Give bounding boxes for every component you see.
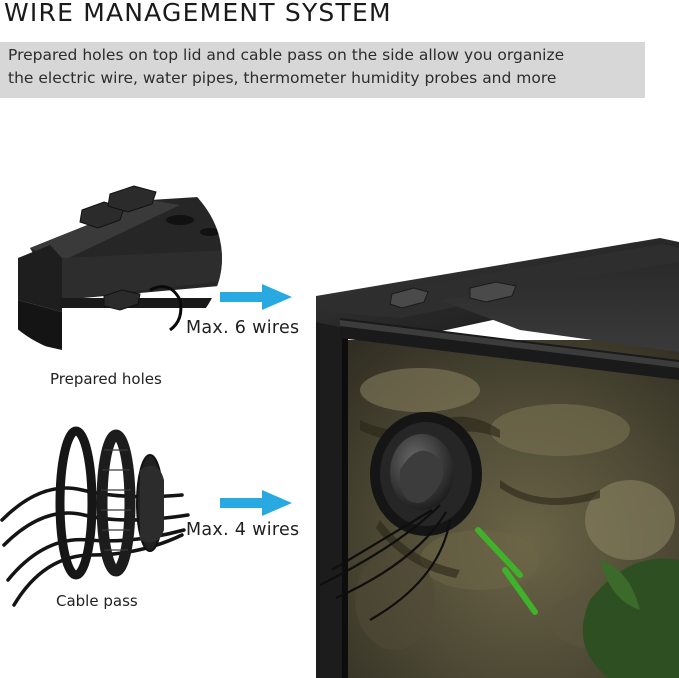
page-title: WIRE MANAGEMENT SYSTEM bbox=[4, 0, 392, 27]
caption-cable-pass: Cable pass bbox=[56, 592, 138, 610]
arrow-right-icon-2 bbox=[220, 490, 292, 516]
description-banner: Prepared holes on top lid and cable pass… bbox=[0, 42, 645, 98]
arrow-right-icon bbox=[220, 284, 292, 310]
cable-pass-exploded bbox=[0, 426, 190, 607]
wires-label-prepared-holes: Max. 6 wires bbox=[186, 318, 300, 338]
banner-line-1: Prepared holes on top lid and cable pass… bbox=[8, 46, 565, 64]
prepared-holes-closeup bbox=[0, 158, 222, 358]
caption-prepared-holes: Prepared holes bbox=[50, 370, 162, 388]
wires-label-cable-pass: Max. 4 wires bbox=[186, 520, 300, 540]
terrarium-image bbox=[316, 238, 679, 678]
banner-line-2: the electric wire, water pipes, thermome… bbox=[8, 69, 557, 87]
